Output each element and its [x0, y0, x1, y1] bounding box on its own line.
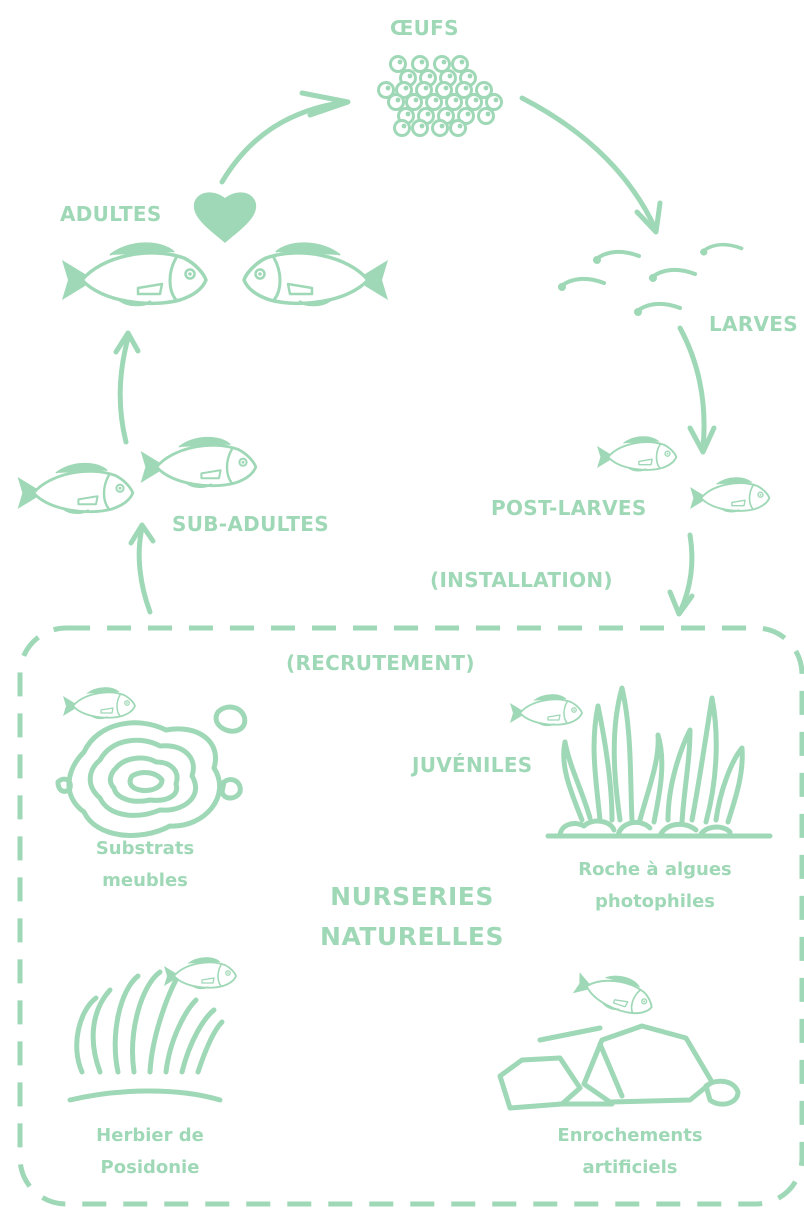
egg-nucleus	[408, 74, 413, 79]
egg-nucleus	[414, 98, 419, 103]
habitat-roche-line1: Roche à algues	[555, 854, 755, 886]
nurseries-title-line2: NATURELLES	[302, 917, 522, 957]
arrow-adults-to-eggs	[222, 102, 345, 182]
egg	[453, 57, 468, 72]
egg	[451, 121, 466, 136]
egg-nucleus	[474, 98, 479, 103]
habitat-substrats: Substrats meubles	[70, 833, 220, 897]
postlarva-fish-2-icon	[690, 478, 769, 512]
egg-nucleus	[442, 60, 447, 65]
egg-nucleus	[424, 86, 429, 91]
postlarva-fish-1-icon	[597, 437, 676, 471]
egg-nucleus	[446, 112, 451, 117]
egg	[413, 121, 428, 136]
egg-nucleus	[420, 60, 425, 65]
juvenile-fish-sand-icon	[63, 688, 135, 719]
egg-nucleus	[406, 112, 411, 117]
eggs-icon	[379, 57, 502, 136]
egg-nucleus	[466, 112, 471, 117]
larvae-icon	[558, 245, 742, 316]
habitat-substrats-line2: meubles	[70, 865, 220, 897]
juvenile-fish-rocks-icon	[572, 964, 658, 1021]
nurseries-title: NURSERIES NATURELLES	[302, 877, 522, 957]
egg	[427, 95, 442, 110]
rocks-icon	[500, 1026, 738, 1108]
habitat-herbier: Herbier de Posidonie	[65, 1120, 235, 1184]
habitat-roche-line2: photophiles	[555, 886, 755, 918]
egg-nucleus	[464, 86, 469, 91]
arrow-nursery-to-subadults	[139, 528, 150, 612]
label-larvae: LARVES	[709, 312, 798, 336]
juvenile-fish-algae-icon	[510, 695, 582, 726]
egg-nucleus	[404, 86, 409, 91]
egg-nucleus	[486, 112, 491, 117]
egg-nucleus	[460, 60, 465, 65]
egg	[433, 121, 448, 136]
arrow-eggs-to-larvae	[522, 98, 655, 228]
nurseries-title-line1: NURSERIES	[302, 877, 522, 917]
egg-nucleus	[448, 74, 453, 79]
egg-nucleus	[494, 98, 499, 103]
egg	[391, 57, 406, 72]
egg-nucleus	[426, 112, 431, 117]
egg-nucleus	[440, 124, 445, 129]
egg	[447, 95, 462, 110]
egg-nucleus	[398, 60, 403, 65]
egg-nucleus	[454, 98, 459, 103]
egg	[413, 57, 428, 72]
habitat-enrochements: Enrochements artificiels	[530, 1120, 730, 1184]
heart-icon	[194, 192, 256, 243]
egg-nucleus	[444, 86, 449, 91]
label-sub-adults: SUB-ADULTES	[172, 512, 329, 536]
egg	[395, 121, 410, 136]
label-juveniles: JUVÉNILES	[412, 753, 533, 777]
habitat-substrats-line1: Substrats	[70, 833, 220, 865]
habitat-enrochements-line1: Enrochements	[530, 1120, 730, 1152]
subadult-fish-1-icon	[141, 438, 256, 487]
adult-fish-right-icon	[244, 243, 388, 304]
egg-nucleus	[428, 74, 433, 79]
sand-icon	[58, 707, 245, 835]
label-eggs: ŒUFS	[390, 16, 459, 40]
egg	[487, 95, 502, 110]
egg	[389, 95, 404, 110]
seagrass-icon	[70, 972, 222, 1100]
egg	[407, 95, 422, 110]
egg-nucleus	[396, 98, 401, 103]
label-post-larvae: POST-LARVES	[491, 496, 647, 520]
egg	[467, 95, 482, 110]
egg-nucleus	[484, 86, 489, 91]
egg-nucleus	[458, 124, 463, 129]
adult-fish-left-icon	[62, 243, 206, 304]
habitat-herbier-line2: Posidonie	[65, 1152, 235, 1184]
subadult-fish-2-icon	[18, 464, 133, 513]
label-installation: (INSTALLATION)	[430, 568, 613, 592]
egg-nucleus	[386, 86, 391, 91]
egg-nucleus	[434, 98, 439, 103]
arrow-subadults-to-adults	[120, 338, 128, 442]
label-adults: ADULTES	[60, 202, 162, 226]
egg	[479, 109, 494, 124]
label-recruitment: (RECRUTEMENT)	[286, 651, 475, 675]
egg-nucleus	[420, 124, 425, 129]
habitat-enrochements-line2: artificiels	[530, 1152, 730, 1184]
egg-nucleus	[402, 124, 407, 129]
habitat-roche: Roche à algues photophiles	[555, 854, 755, 918]
egg-nucleus	[468, 74, 473, 79]
habitat-herbier-line1: Herbier de	[65, 1120, 235, 1152]
